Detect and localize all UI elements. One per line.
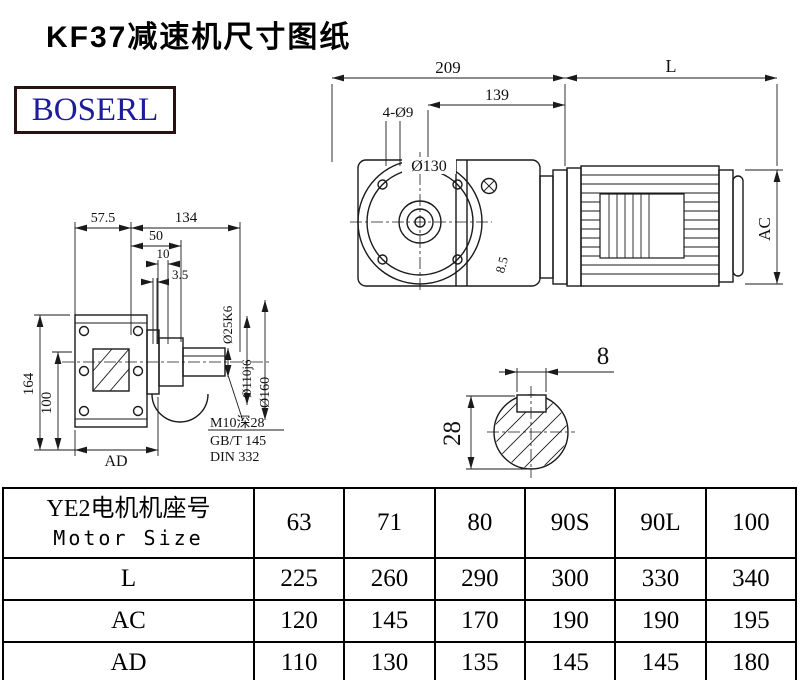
- side-view: 57.5 134 50 10 3.5: [21, 210, 284, 470]
- label-backer: [402, 157, 456, 174]
- value-cell: 135: [433, 641, 526, 680]
- motor-nameplate-hatch: [608, 194, 650, 258]
- dim-motor-length: L: [666, 56, 677, 76]
- value-cell: 260: [343, 557, 436, 601]
- dim-3-5: 3.5: [172, 267, 188, 282]
- front-view-dimension-lines: [331, 74, 778, 166]
- motor-height-dimension: [745, 169, 783, 285]
- output-shaft: [146, 329, 226, 423]
- value-cell: 170: [433, 599, 526, 643]
- dim-ad: AD: [104, 453, 127, 470]
- value-cell: 130: [343, 641, 436, 680]
- front-view: 209 L 139 4-Ø9 Ø130: [331, 56, 783, 292]
- size-col-header: 80: [433, 487, 526, 559]
- table-row-AD: AD 110 130 135 145 145 180: [2, 641, 798, 680]
- row-label: AC: [2, 599, 255, 643]
- motor-size-header-en: Motor Size: [53, 526, 204, 550]
- value-cell: 300: [523, 557, 617, 601]
- dim-134: 134: [175, 210, 198, 226]
- shaft-section-view: 8 28: [439, 343, 614, 478]
- value-cell: 145: [614, 641, 707, 680]
- size-col-header: 100: [704, 487, 798, 559]
- brand-logo: BOSERL: [14, 86, 176, 134]
- dim-motor-height: AC: [755, 217, 774, 241]
- value-cell: 145: [523, 641, 617, 680]
- dim-overall-length: 209: [435, 58, 461, 77]
- value-cell: 225: [252, 557, 346, 601]
- dim-key-width: 8: [597, 343, 610, 370]
- size-col-header: 71: [343, 487, 436, 559]
- size-col-header: 90S: [523, 487, 617, 559]
- brand-text: BOSERL: [31, 91, 159, 128]
- technical-drawing: 209 L 139 4-Ø9 Ø130: [21, 56, 783, 478]
- value-cell: 195: [704, 599, 798, 643]
- value-cell: 190: [523, 599, 617, 643]
- tap-hole-notes: [208, 365, 284, 431]
- dim-57-5: 57.5: [91, 211, 116, 226]
- flange-arc: [151, 393, 209, 423]
- keyway: [516, 394, 547, 413]
- dimension-table: YE2电机机座号 Motor Size 63 71 80 90S 90L 100…: [2, 487, 798, 680]
- page-title: KF37减速机尺寸图纸: [46, 21, 352, 54]
- value-cell: 190: [614, 599, 707, 643]
- motor-size-header-cell: YE2电机机座号 Motor Size: [2, 487, 255, 559]
- row-label: AD: [2, 641, 255, 680]
- size-col-header: 63: [252, 487, 346, 559]
- value-cell: 180: [704, 641, 798, 680]
- dim-50: 50: [149, 229, 163, 244]
- key-width-dimension: [499, 368, 614, 392]
- side-view-top-dimensions: [74, 222, 241, 352]
- value-cell: 330: [614, 557, 707, 601]
- motor-end-cap: [732, 175, 744, 277]
- dim-gap: 8.5: [492, 255, 511, 275]
- value-cell: 290: [433, 557, 526, 601]
- table-header-row: YE2电机机座号 Motor Size 63 71 80 90S 90L 100: [2, 487, 798, 559]
- table-row-L: L 225 260 290 300 330 340: [2, 557, 798, 601]
- dim-flange-diameter: Ø130: [411, 158, 447, 175]
- shaft-diameter-dimensions: [224, 300, 269, 420]
- side-housing: [74, 314, 148, 428]
- value-cell: 145: [343, 599, 436, 643]
- side-view-left-dimensions: [34, 314, 75, 451]
- motor-size-header-cn: YE2电机机座号: [46, 496, 211, 522]
- dim-100: 100: [39, 392, 55, 415]
- dim-flange-offset: 139: [485, 87, 509, 104]
- table-row-AC: AC 120 145 170 190 190 195: [2, 599, 798, 643]
- note-tap: M10深28: [210, 415, 264, 431]
- value-cell: 340: [704, 557, 798, 601]
- ad-dimension: [74, 397, 159, 456]
- note-gbt: GB/T 145: [210, 434, 266, 449]
- value-cell: 120: [252, 599, 346, 643]
- dim-bolt-holes: 4-Ø9: [383, 105, 414, 121]
- motor: [539, 165, 744, 287]
- dim-spigot-diameter: Ø110j6: [239, 359, 254, 398]
- note-din: DIN 332: [210, 450, 259, 465]
- value-cell: 110: [252, 641, 346, 680]
- size-col-header: 90L: [614, 487, 707, 559]
- dim-164: 164: [21, 372, 37, 395]
- eyebolt-hole-icon: [480, 177, 498, 195]
- motor-nameplate: [599, 193, 685, 259]
- dim-10: 10: [157, 246, 170, 261]
- dim-key-height: 28: [439, 421, 466, 446]
- dim-shaft-diameter: Ø25K6: [220, 305, 235, 344]
- dim-flange-diameter-side: Ø160: [258, 377, 273, 408]
- shaft-hatch: [495, 396, 567, 468]
- key-height-dimension: [466, 395, 529, 470]
- row-label: L: [2, 557, 255, 601]
